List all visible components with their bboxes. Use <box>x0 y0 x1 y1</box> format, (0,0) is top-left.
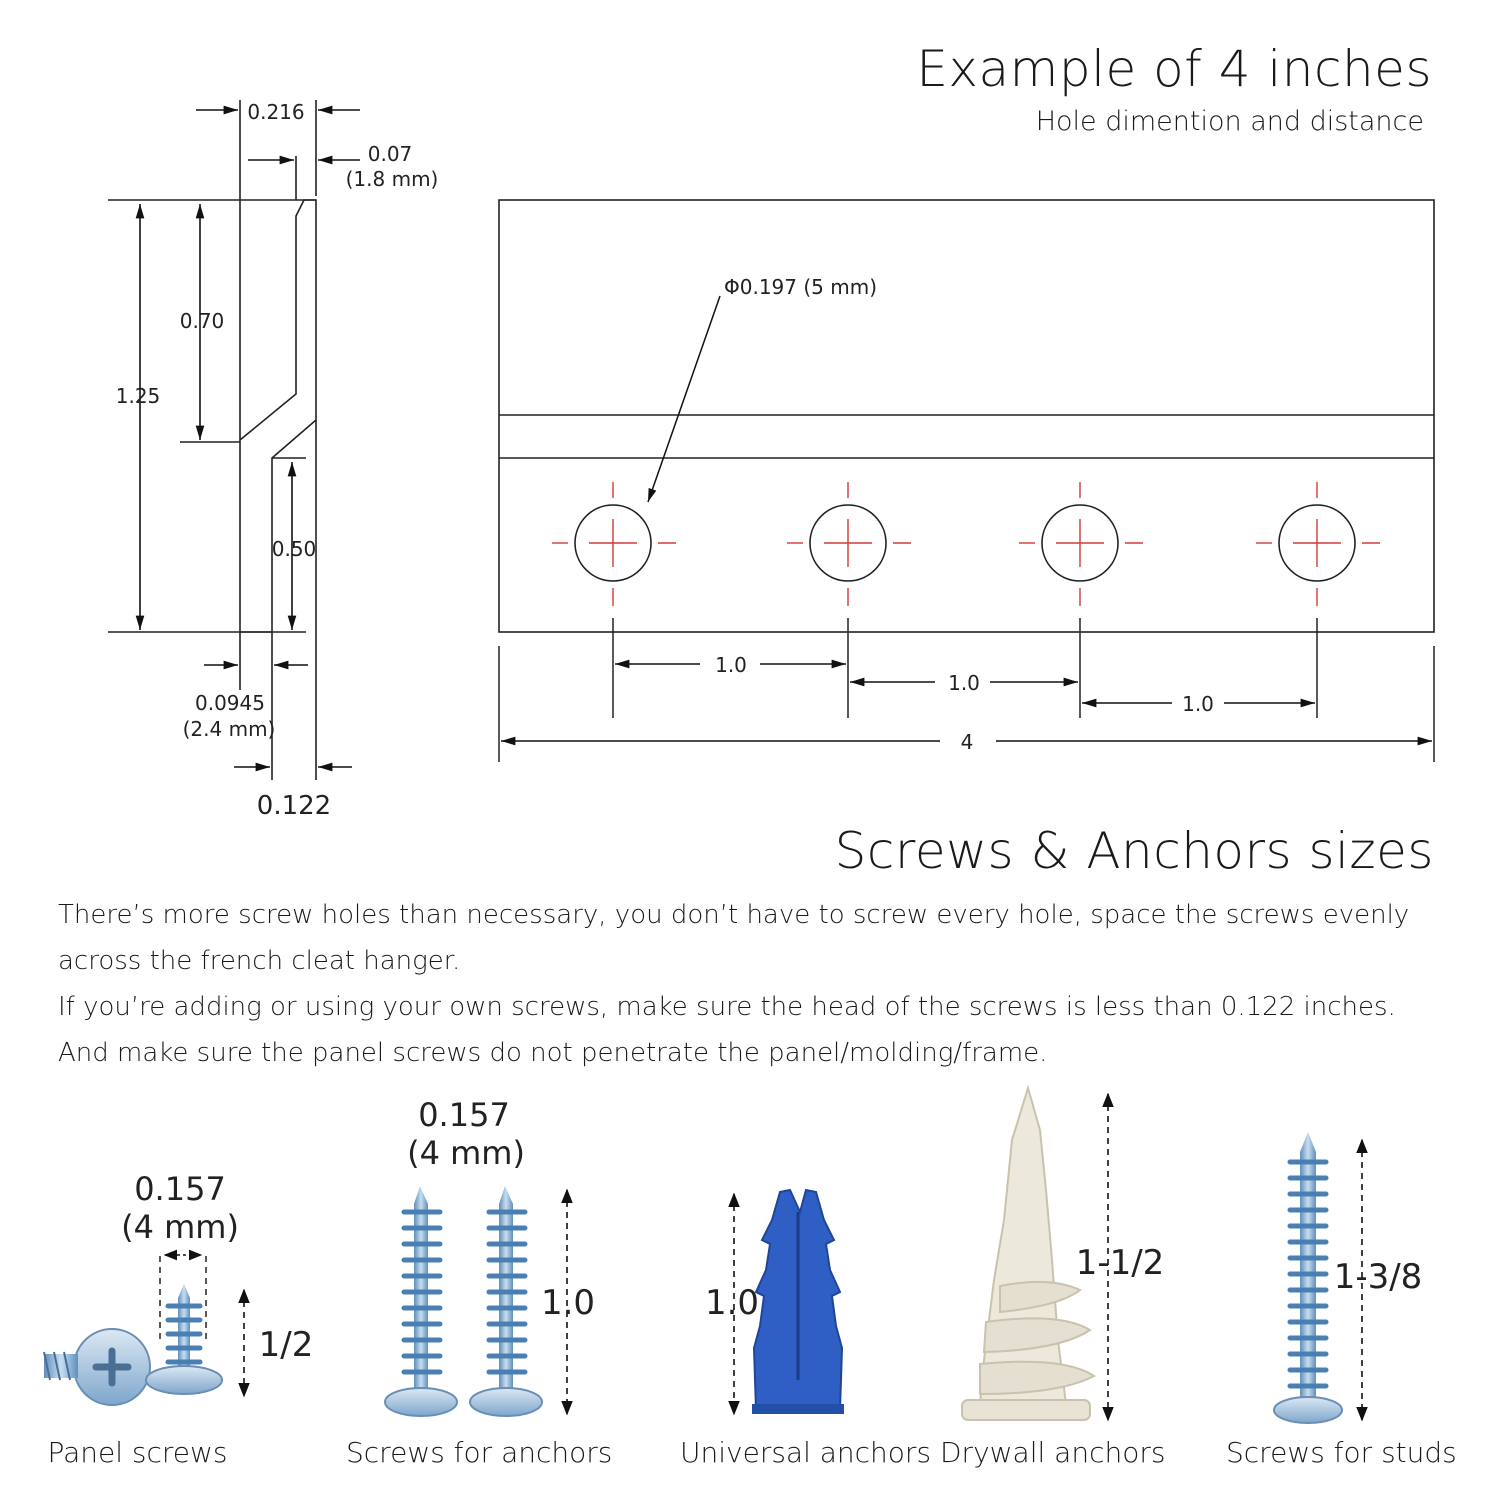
panel-screw-width: 0.157 <box>134 1170 226 1208</box>
anchor-screw-2 <box>469 1186 543 1417</box>
universal-anchor-length: 1.0 <box>705 1283 759 1323</box>
panel-screw-length: 1/2 <box>259 1325 314 1365</box>
screw-hole-1 <box>574 504 652 582</box>
screw-hole-3 <box>1041 504 1119 582</box>
dim-gap: 0.122 <box>257 791 331 821</box>
cleat-profile <box>108 100 317 780</box>
anchor-screw-width-mm: (4 mm) <box>407 1134 525 1172</box>
dim-thickness-mm: (2.4 mm) <box>183 717 276 741</box>
stud-screw <box>1273 1132 1368 1424</box>
instruction-paragraph-1: There’s more screw holes than necessary,… <box>58 900 1410 976</box>
anchor-screw-1 <box>384 1186 458 1417</box>
dim-lip: 0.07 <box>368 142 413 166</box>
stud-screw-length: 1-3/8 <box>1334 1257 1423 1297</box>
technical-drawing: 0.216 0.07 (1.8 mm) 0.70 1.25 0.50 0.094… <box>108 100 1435 821</box>
anchor-screw-width: 0.157 <box>418 1096 510 1134</box>
page-title: Example of 4 inches <box>916 40 1432 98</box>
drywall-anchor-length: 1-1/2 <box>1076 1243 1165 1283</box>
total-length-label: 4 <box>961 730 974 754</box>
spacing-label-2: 1.0 <box>948 671 980 695</box>
dim-height-lower: 0.50 <box>272 537 317 561</box>
page-subtitle: Hole dimention and distance <box>1035 106 1424 137</box>
hole-leader <box>647 295 721 503</box>
hardware-illustrations: 0.157 (4 mm) 1/2 0.157 (4 mm) 1.0 1.0 1 <box>43 1084 1423 1424</box>
spacing-label-3: 1.0 <box>1182 692 1214 716</box>
hole-4 <box>1256 482 1380 606</box>
caption-stud-screws: Screws for studs <box>1226 1436 1457 1469</box>
caption-anchor-screws: Screws for anchors <box>346 1436 613 1469</box>
anchor-screws <box>384 1186 573 1417</box>
cleat-plate <box>498 199 1435 633</box>
instruction-paragraph-2: If you’re adding or using your own screw… <box>58 992 1396 1022</box>
dim-height-total: 1.25 <box>116 384 161 408</box>
instructions: There’s more screw holes than necessary,… <box>58 892 1438 1076</box>
drywall-anchor <box>961 1084 1114 1422</box>
panel-screw-head-view <box>43 1328 151 1406</box>
dim-lip-mm: (1.8 mm) <box>346 167 439 191</box>
hole-3 <box>1019 482 1143 606</box>
hole-1 <box>552 482 676 606</box>
universal-anchor <box>728 1188 844 1416</box>
dim-top-width: 0.216 <box>247 100 304 124</box>
screw-hole-4 <box>1278 504 1356 582</box>
profile-outline <box>239 199 317 633</box>
anchor-screw-length: 1.0 <box>541 1283 595 1323</box>
hole-diameter-label: Φ0.197 (5 mm) <box>724 275 877 299</box>
caption-universal-anchors: Universal anchors <box>680 1436 932 1469</box>
caption-panel-screws: Panel screws <box>47 1436 228 1469</box>
section-title: Screws & Anchors sizes <box>834 822 1434 880</box>
spacing-label-1: 1.0 <box>715 653 747 677</box>
panel-screws <box>43 1249 250 1406</box>
screw-hole-2 <box>809 504 887 582</box>
panel-screw-side-view <box>145 1284 223 1395</box>
dim-thickness: 0.0945 <box>195 691 265 715</box>
panel-screw-width-mm: (4 mm) <box>121 1208 239 1246</box>
dim-height-upper: 0.70 <box>180 309 225 333</box>
instruction-paragraph-3: And make sure the panel screws do not pe… <box>58 1038 1048 1068</box>
caption-drywall-anchors: Drywall anchors <box>940 1436 1166 1469</box>
hole-2 <box>787 482 911 606</box>
